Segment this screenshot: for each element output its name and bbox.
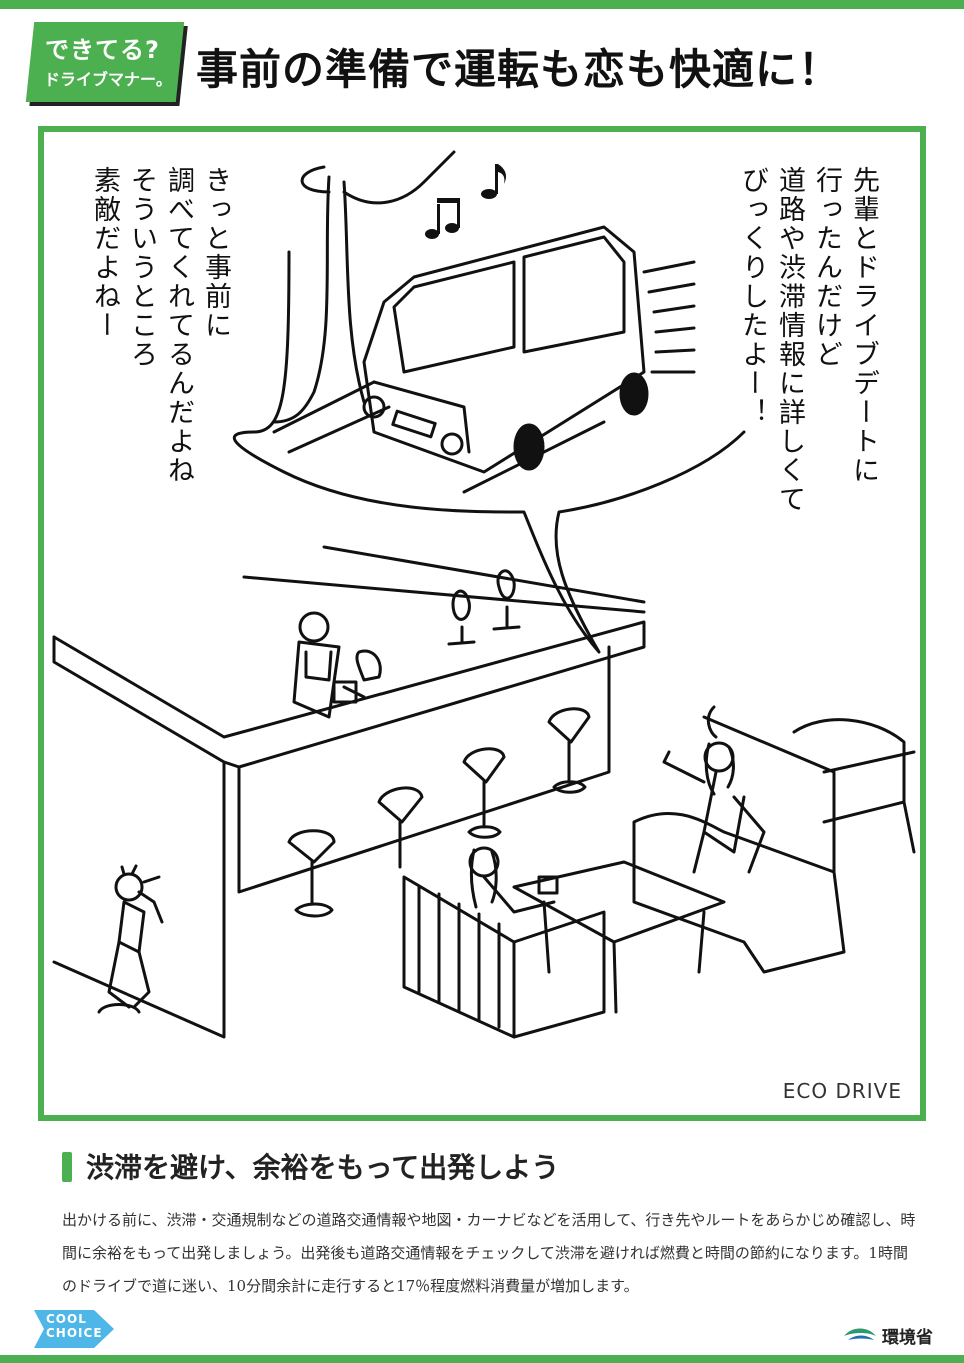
kneeling-man-figure (97, 864, 164, 1014)
bottom-accent-rule (0, 1355, 964, 1363)
ministry-emblem-icon (844, 1328, 876, 1340)
cool-choice-text: COOL CHOICE (46, 1312, 103, 1340)
bar-stools (287, 707, 591, 918)
section-title: 渋滞を避け、余裕をもって出発しよう (86, 1151, 560, 1184)
eco-drive-logo: ECO DRIVE (782, 1079, 902, 1103)
badge-subtitle: ドライブマナー。 (44, 70, 172, 89)
barista-figure (292, 611, 382, 719)
cool-choice-logo (34, 1310, 114, 1348)
top-accent-rule (0, 0, 964, 9)
ministry-name: 環境省 (882, 1328, 933, 1348)
seated-women (468, 741, 766, 914)
comic-panel: 先輩とドライブデートに 行ったんだけど 道路や渋滞情報に詳しくて びっくりしたよ… (38, 126, 926, 1121)
cool-choice-line1: COOL (46, 1312, 87, 1326)
sofa-and-table (402, 705, 916, 1039)
music-note-icon (425, 164, 506, 239)
cafe-counter (52, 620, 646, 894)
tree-icon (272, 150, 456, 424)
badge-title: できてる? (45, 36, 160, 64)
cafe-illustration (52, 150, 916, 1039)
section-body: 出かける前に、渋滞・交通規制などの道路交通情報や地図・カーナビなどを活用して、行… (62, 1211, 916, 1295)
car-icon (362, 225, 649, 474)
speech-text-right: 先輩とドライブデートに 行ったんだけど 道路や渋滞情報に詳しくて びっくりしたよ… (737, 166, 879, 514)
cool-choice-line2: CHOICE (46, 1326, 103, 1340)
car-thought-bubble (233, 250, 746, 654)
speech-text-left: きっと事前に 調べてくれてるんだよね そういうところ 素敵だよねー (89, 166, 231, 485)
page-title: 事前の準備で運転も恋も快適に！ (196, 45, 842, 94)
section-marker (62, 1152, 72, 1182)
